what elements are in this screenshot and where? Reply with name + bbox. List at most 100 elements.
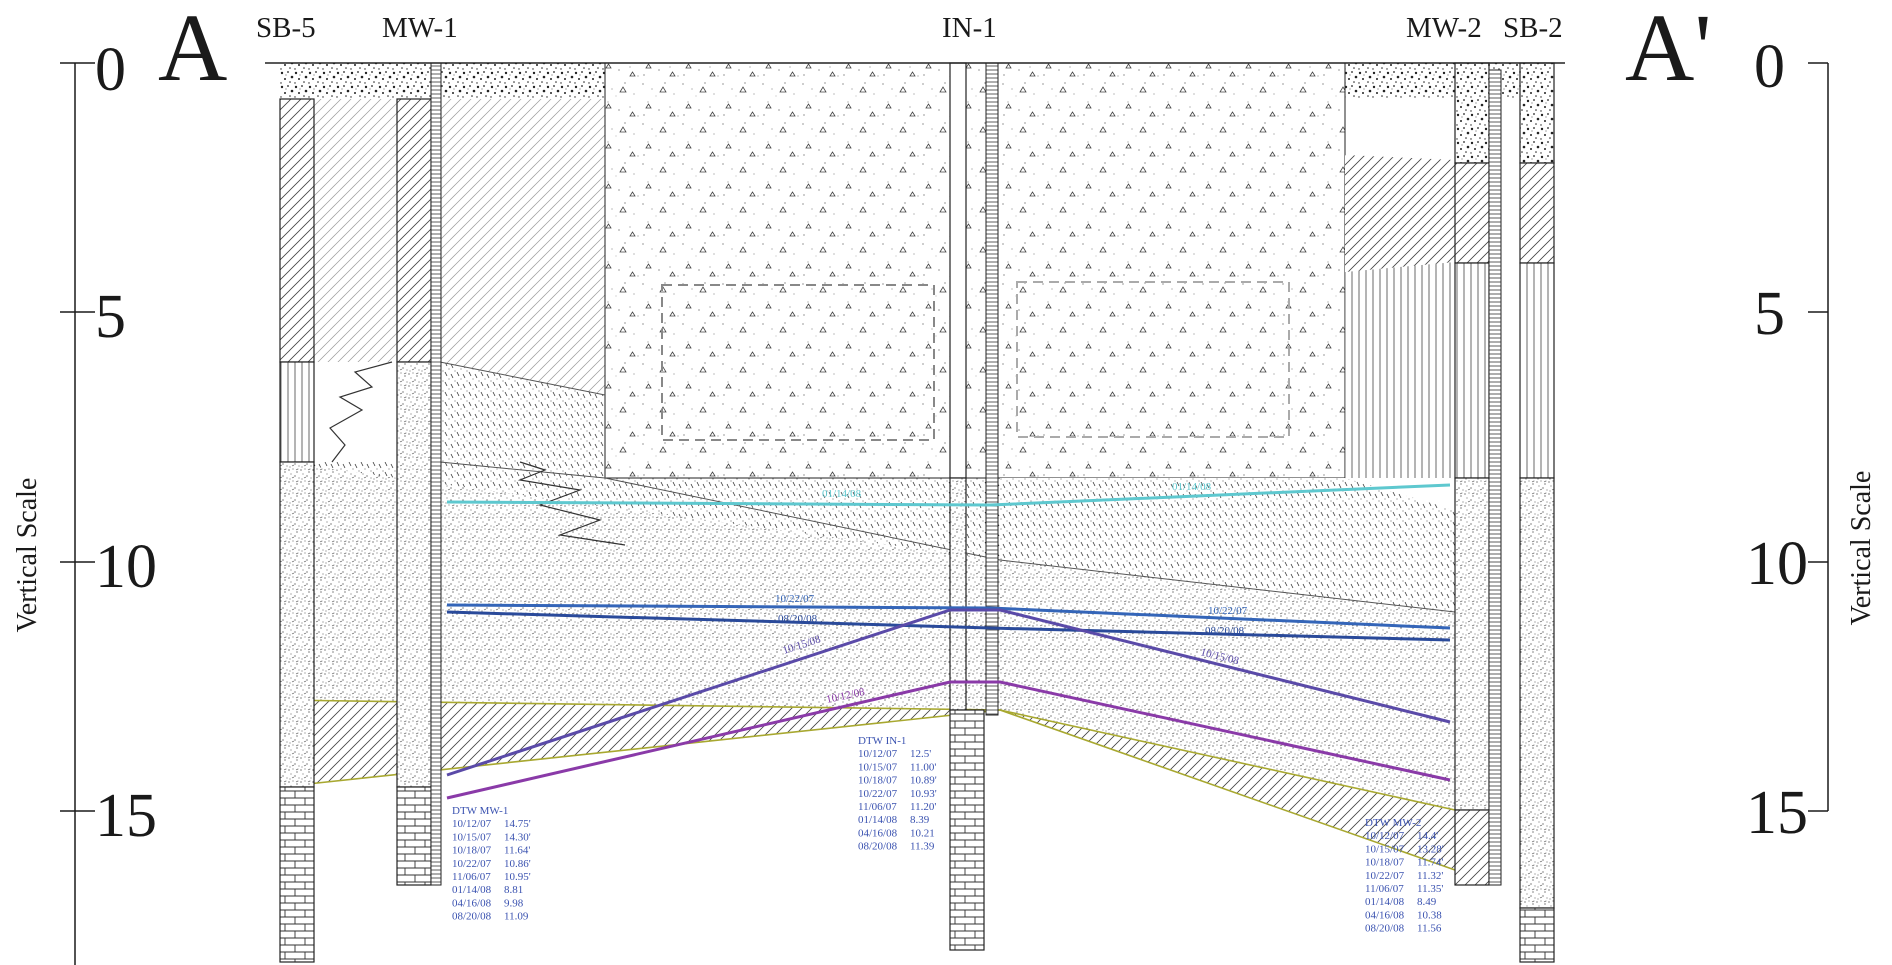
vertical-scale-left: 0 5 10 15 Vertical Scale	[12, 36, 157, 965]
vertical-scale-right: 0 5 10 15 Vertical Scale	[1746, 33, 1877, 847]
dtw-date: 10/12/07	[1365, 830, 1405, 842]
layer-right-upper-clay	[1345, 155, 1455, 272]
dtw-date: 01/14/08	[1365, 896, 1405, 908]
dtw-table-in-1: DTW IN-110/12/07 12.5' 10/15/07 11.00' 10/18…	[858, 735, 937, 853]
dtw-depth: 10.95'	[504, 871, 531, 883]
strata	[279, 62, 1550, 871]
layer-left-upper-clay	[280, 99, 605, 395]
dtw-date: 11/06/07	[452, 871, 491, 883]
dtw-title: DTW IN-1	[858, 735, 906, 747]
scale-left-tick-5: 5	[95, 283, 126, 351]
dtw-date: 10/15/07	[1365, 843, 1405, 855]
layer-right-vertical	[1345, 262, 1455, 478]
dtw-title: DTW MW-1	[452, 805, 508, 817]
fill-excavation	[604, 62, 1346, 479]
section-label-left: A	[158, 0, 227, 101]
well-label-in-1: IN-1	[942, 12, 997, 44]
wl-label-10-22-07-b: 10/22/07	[1208, 605, 1248, 617]
dtw-date: 10/15/07	[452, 831, 492, 843]
contact-silt	[439, 461, 1456, 613]
dtw-date: 10/22/07	[1365, 870, 1405, 882]
dtw-depth: 11.32'	[1417, 870, 1443, 882]
dtw-date: 10/15/07	[858, 761, 898, 773]
dtw-date: 04/16/08	[858, 827, 898, 839]
layer-lower-clay	[280, 700, 1455, 870]
dtw-depth: 10.93'	[910, 788, 937, 800]
dtw-depth: 11.64'	[504, 845, 530, 857]
water-level-10-15-08	[446, 608, 1451, 777]
contact-lower	[279, 709, 1456, 871]
dtw-date: 08/20/08	[452, 911, 492, 923]
gradation-zigzag-left	[329, 361, 393, 463]
dtw-depth: 8.39	[910, 814, 930, 826]
water-level-08-20-08	[446, 610, 1451, 642]
dtw-depth: 11.56	[1417, 923, 1442, 935]
dtw-date: 01/14/08	[858, 814, 898, 826]
well-label-mw-2: MW-2	[1406, 12, 1482, 44]
contact-top	[439, 361, 606, 396]
scale-right-title: Vertical Scale	[1846, 471, 1877, 626]
dtw-date: 10/18/07	[858, 775, 898, 787]
dtw-depth: 8.49	[1417, 896, 1437, 908]
dtw-date: 08/20/08	[858, 841, 898, 853]
dtw-date: 11/06/07	[1365, 883, 1404, 895]
water-level-10-12-08	[446, 680, 1451, 800]
wl-label-01-14-08-a: 01/14/08	[822, 488, 862, 500]
dtw-date: 10/22/07	[858, 788, 898, 800]
scale-right-tick-10: 10	[1746, 530, 1808, 598]
dtw-title: DTW MW-2	[1365, 817, 1421, 829]
dtw-depth: 11.35'	[1417, 883, 1443, 895]
dtw-date: 10/18/07	[1365, 857, 1405, 869]
scale-left-tick-15: 15	[95, 782, 157, 850]
well-label-sb-5: SB-5	[256, 12, 316, 44]
dtw-depth: 11.74'	[1417, 857, 1443, 869]
boring-in-1	[949, 62, 999, 951]
dtw-depth: 10.38	[1417, 909, 1442, 921]
boring-mw-2	[1454, 62, 1502, 886]
dtw-depth: 9.98	[504, 897, 524, 909]
dtw-depth: 10.89'	[910, 775, 937, 787]
scale-left-title: Vertical Scale	[12, 478, 43, 633]
well-label-mw-1: MW-1	[382, 12, 458, 44]
scale-right-tick-15: 15	[1746, 779, 1808, 847]
gradation-zigzag-center	[517, 461, 626, 546]
dtw-date: 08/20/08	[1365, 923, 1405, 935]
dtw-depth: 14.30'	[504, 831, 531, 843]
boring-mw-1	[396, 62, 442, 886]
wl-label-01-14-08-b: 01/14/08	[1172, 481, 1212, 493]
dtw-depth: 12.5'	[910, 748, 931, 760]
dtw-table-mw-2: DTW MW-210/12/07 14.4' 10/15/07 13.28' 10/18…	[1365, 817, 1444, 935]
section-label-right: A'	[1625, 0, 1712, 101]
well-label-sb-2: SB-2	[1503, 12, 1563, 44]
wl-label-10-22-07-a: 10/22/07	[775, 593, 815, 605]
dtw-date: 10/22/07	[452, 858, 492, 870]
scale-left-tick-10: 10	[95, 533, 157, 601]
boring-sb-5	[279, 98, 315, 963]
dtw-depth: 14.75'	[504, 818, 531, 830]
wl-label-08-20-08-b: 08/20/08	[1205, 625, 1245, 637]
dtw-depth: 14.4'	[1417, 830, 1438, 842]
dtw-date: 10/12/07	[858, 748, 898, 760]
dtw-depth: 11.39	[910, 841, 935, 853]
excavation-zone-left	[661, 284, 935, 441]
wl-label-08-20-08-a: 08/20/08	[778, 613, 818, 625]
excavation-zone-right	[1016, 281, 1290, 438]
dtw-depth: 11.00'	[910, 761, 936, 773]
scale-left-tick-0: 0	[95, 36, 126, 104]
dtw-date: 04/16/08	[452, 897, 492, 909]
dtw-date: 10/12/07	[452, 818, 492, 830]
dtw-depth: 11.09	[504, 911, 529, 923]
scale-right-tick-0: 0	[1754, 33, 1785, 101]
dtw-depth: 11.20'	[910, 801, 936, 813]
dtw-depth: 13.28'	[1417, 843, 1444, 855]
water-level-01-14-08	[446, 483, 1451, 507]
water-level-10-22-07	[446, 603, 1451, 630]
dtw-date: 01/14/08	[452, 884, 492, 896]
dtw-depth: 10.86'	[504, 858, 531, 870]
scale-right-tick-5: 5	[1754, 280, 1785, 348]
water-levels: 01/14/08 01/14/08 10/22/07 10/22/07 08/2…	[446, 481, 1451, 800]
dtw-depth: 8.81	[504, 884, 523, 896]
dtw-date: 04/16/08	[1365, 909, 1405, 921]
dtw-depth: 10.21	[910, 827, 935, 839]
